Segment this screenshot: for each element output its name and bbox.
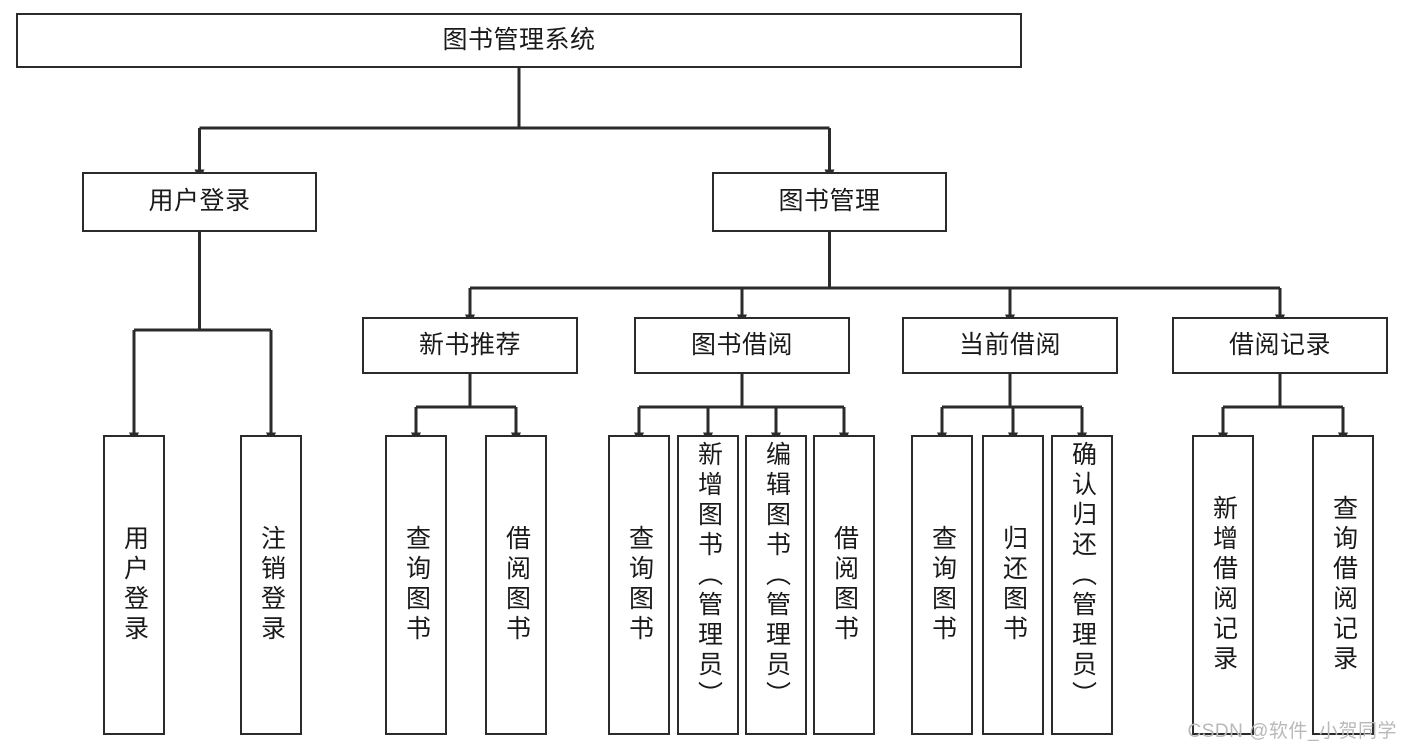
node-label: 新书推荐 (418, 330, 521, 359)
node-borrow[interactable]: 图书借阅 (634, 317, 850, 374)
node-label: 借阅图书 (502, 525, 531, 645)
node-root[interactable]: 图书管理系统 (16, 13, 1022, 68)
node-label: 借阅图书 (830, 525, 859, 645)
node-leaf-confirm-cur[interactable]: 确认归还（管理员） (1051, 435, 1113, 735)
edge-paths (129, 68, 1348, 444)
node-leaf-return-cur[interactable]: 归还图书 (982, 435, 1044, 735)
node-leaf-borrow-bk[interactable]: 借阅图书 (813, 435, 875, 735)
node-bookmgmt[interactable]: 图书管理 (712, 172, 947, 232)
node-label: 图书管理 (778, 187, 881, 216)
node-label: 查询图书 (402, 525, 431, 645)
watermark-text: CSDN @软件_小贺同学 (1187, 721, 1397, 742)
node-leaf-add-bk[interactable]: 新增图书（管理员） (677, 435, 739, 735)
node-leaf-edit-bk[interactable]: 编辑图书（管理员） (745, 435, 807, 735)
node-label: 编辑图书（管理员） (762, 441, 791, 711)
node-label: 新增借阅记录 (1209, 495, 1238, 675)
node-label: 用户登录 (120, 525, 149, 645)
node-leaf-query-bk[interactable]: 查询图书 (608, 435, 670, 735)
node-label: 新增图书（管理员） (694, 441, 723, 711)
node-leaf-borrow-nb[interactable]: 借阅图书 (485, 435, 547, 735)
node-leaf-query-cur[interactable]: 查询图书 (911, 435, 973, 735)
node-label: 查询图书 (625, 525, 654, 645)
node-leaf-query-nb[interactable]: 查询图书 (385, 435, 447, 735)
node-leaf-add-rec[interactable]: 新增借阅记录 (1192, 435, 1254, 735)
node-login[interactable]: 用户登录 (82, 172, 317, 232)
node-newbook[interactable]: 新书推荐 (362, 317, 578, 374)
node-label: 借阅记录 (1228, 330, 1331, 359)
node-leaf-query-rec[interactable]: 查询借阅记录 (1312, 435, 1374, 735)
node-label: 注销登录 (257, 525, 286, 645)
node-leaf-logout[interactable]: 注销登录 (240, 435, 302, 735)
node-label: 用户登录 (148, 187, 251, 216)
node-label: 图书借阅 (690, 330, 793, 359)
node-label: 确认归还（管理员） (1068, 441, 1097, 711)
node-label: 查询图书 (928, 525, 957, 645)
node-label: 图书管理系统 (442, 25, 596, 54)
node-label: 当前借阅 (958, 330, 1061, 359)
node-records[interactable]: 借阅记录 (1172, 317, 1388, 374)
node-current[interactable]: 当前借阅 (902, 317, 1118, 374)
node-leaf-login[interactable]: 用户登录 (103, 435, 165, 735)
node-label: 归还图书 (999, 525, 1028, 645)
node-label: 查询借阅记录 (1329, 495, 1358, 675)
